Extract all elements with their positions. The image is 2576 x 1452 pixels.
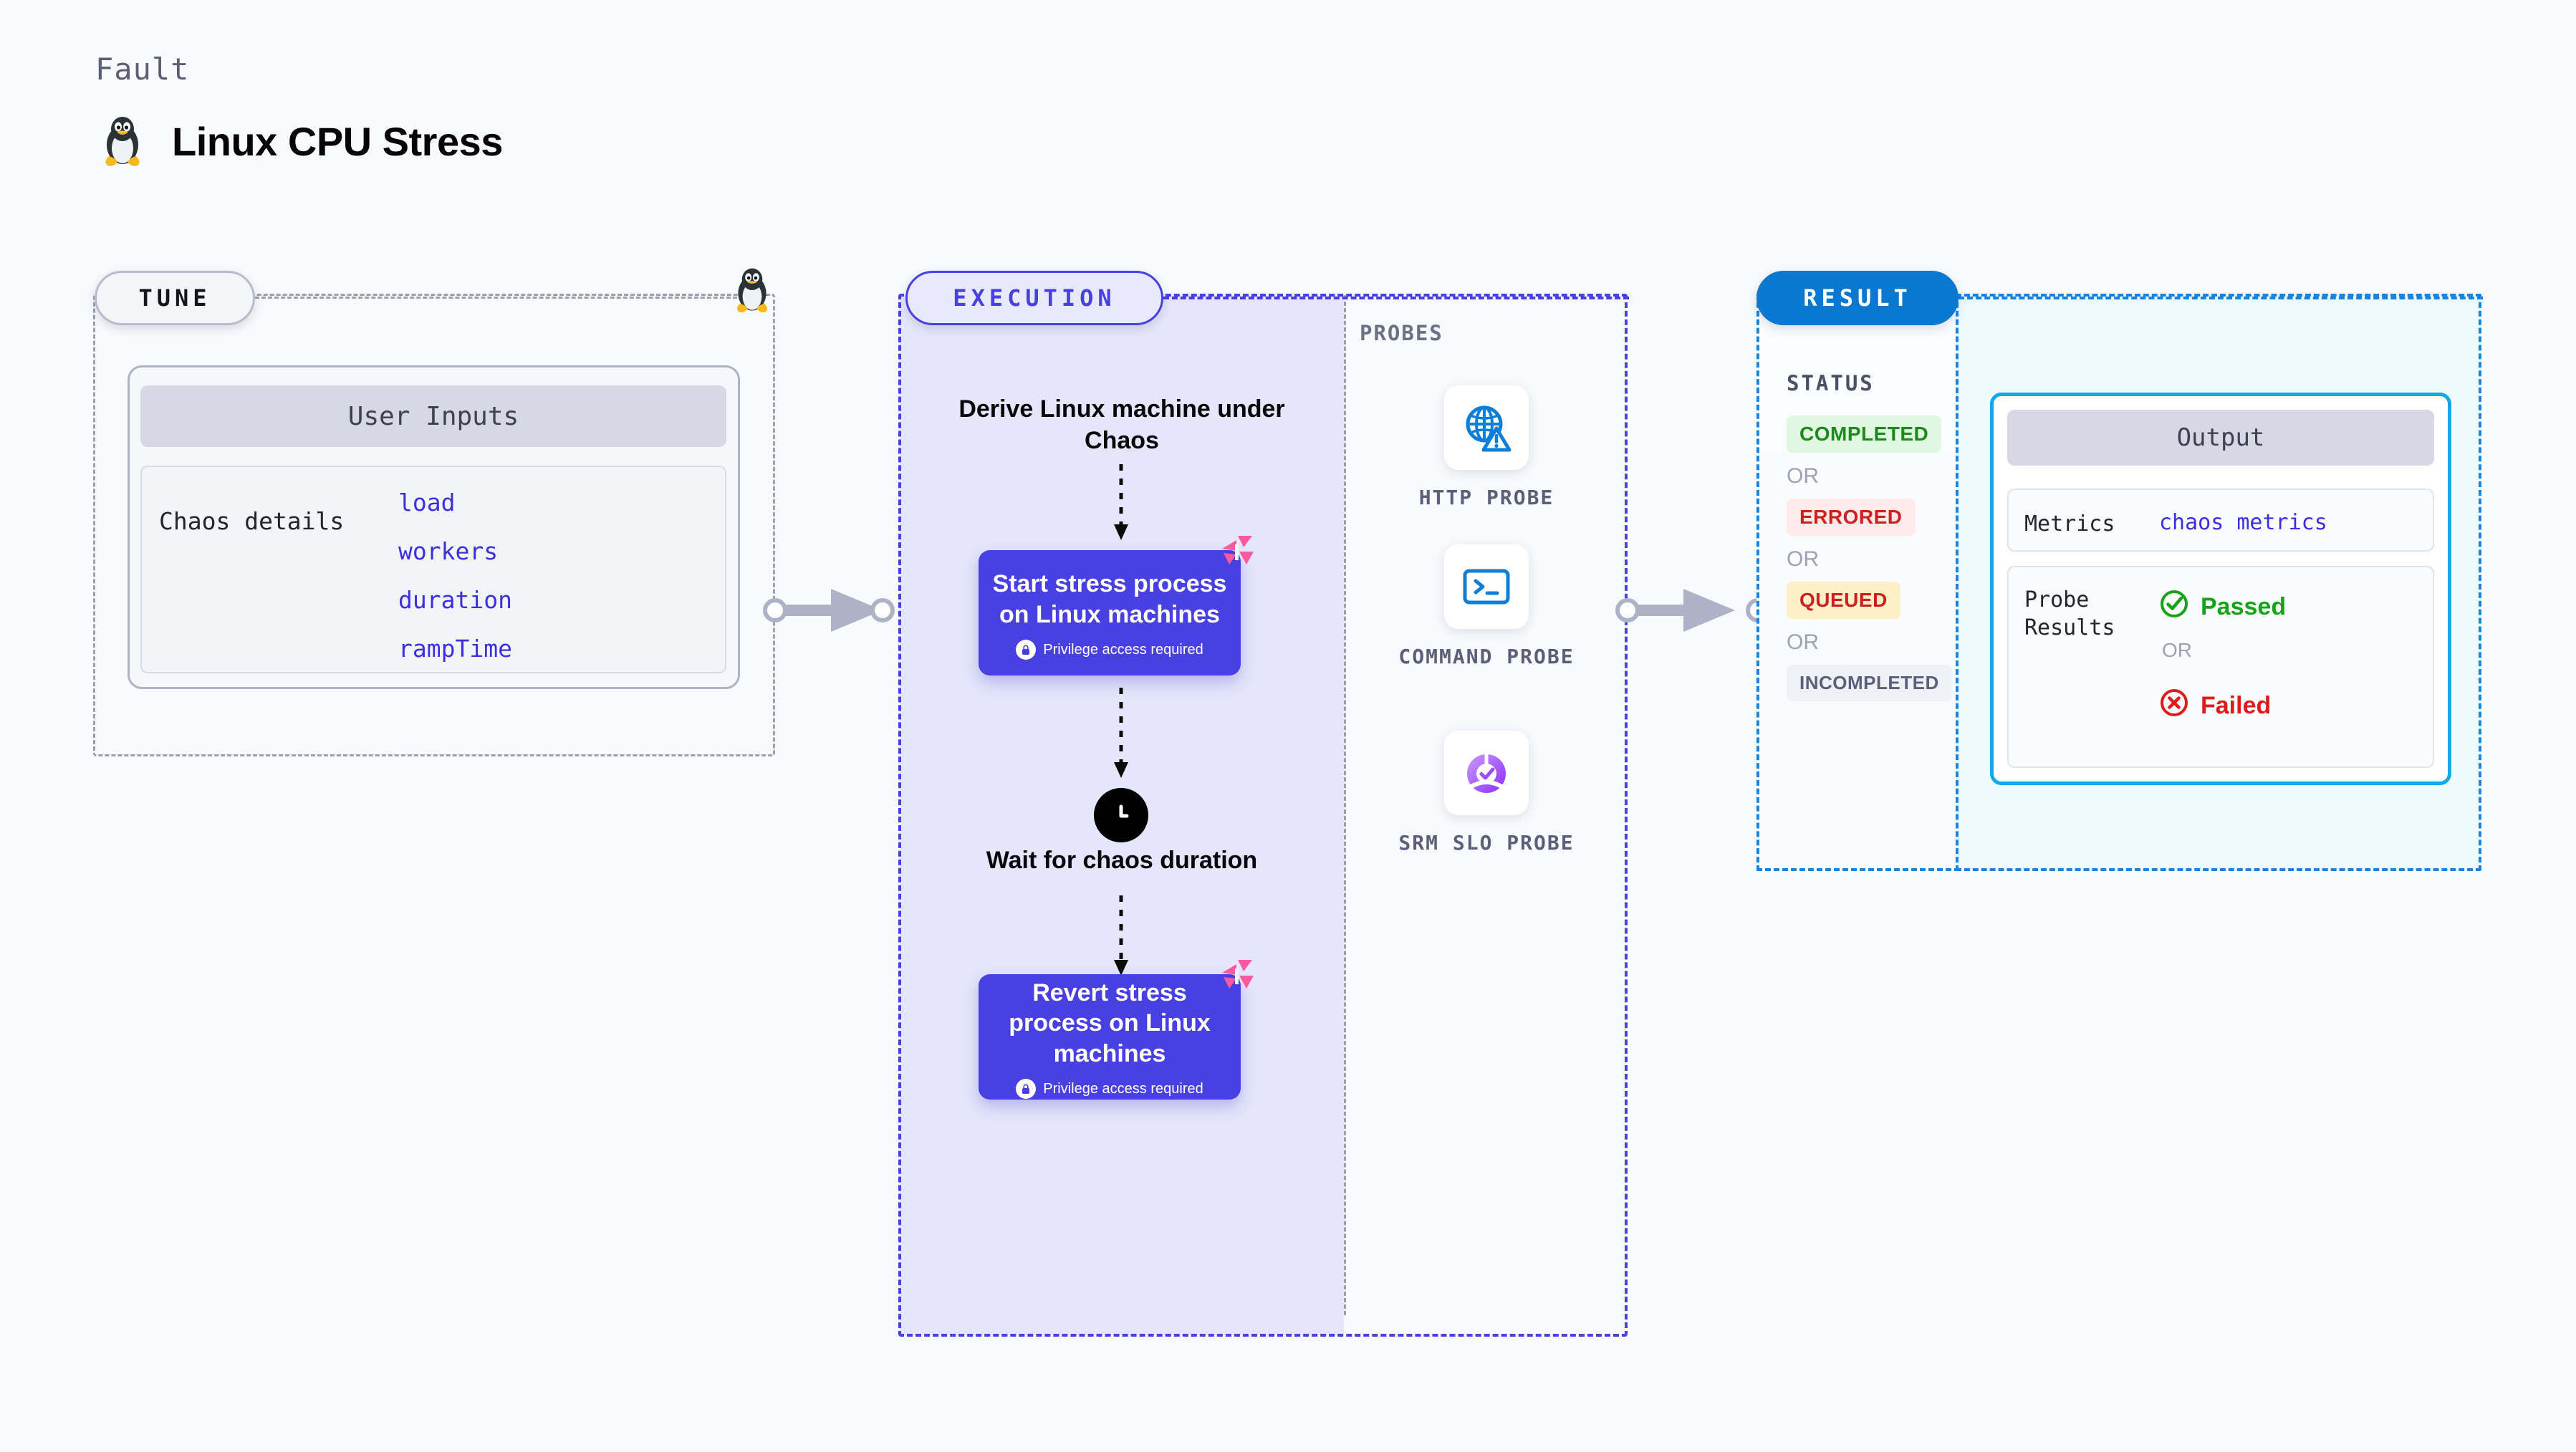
arrow-derive-to-start bbox=[1114, 464, 1128, 540]
tune-top-dash bbox=[255, 297, 756, 299]
probe-command[interactable]: COMMAND PROBE bbox=[1397, 544, 1576, 670]
node-start-stress[interactable]: Start stress process on Linux machines P… bbox=[979, 536, 1254, 675]
slo-donut-check-icon bbox=[1444, 731, 1529, 815]
result-badge[interactable]: RESULT bbox=[1756, 271, 1959, 325]
harness-logo-icon bbox=[1218, 957, 1256, 999]
probe-srm-slo-label: SRM SLO PROBE bbox=[1398, 831, 1575, 855]
metrics-value: chaos metrics bbox=[2159, 510, 2327, 535]
tune-badge[interactable]: TUNE bbox=[95, 271, 255, 325]
x-circle-icon bbox=[2159, 688, 2189, 724]
tune-linux-penguin-icon bbox=[732, 266, 772, 317]
chaos-details-label: Chaos details bbox=[159, 507, 345, 535]
status-or-1: OR bbox=[1787, 464, 1819, 488]
probe-http[interactable]: HTTP PROBE bbox=[1397, 385, 1576, 511]
node-start-note-text: Privilege access required bbox=[1043, 641, 1203, 658]
execution-badge[interactable]: EXECUTION bbox=[905, 271, 1163, 325]
probe-http-label: HTTP PROBE bbox=[1418, 486, 1554, 509]
param-duration: duration bbox=[398, 586, 512, 614]
verdict-passed: Passed bbox=[2159, 589, 2286, 625]
output-header: Output bbox=[2007, 410, 2434, 466]
probe-command-label: COMMAND PROBE bbox=[1398, 645, 1575, 668]
node-start-note: Privilege access required bbox=[1016, 640, 1203, 660]
status-badge-incompleted: INCOMPLETED bbox=[1787, 665, 1952, 701]
node-revert-note-text: Privilege access required bbox=[1043, 1080, 1203, 1097]
status-chip-list: COMPLETED OR ERRORED OR QUEUED OR INCOMP… bbox=[1787, 415, 1952, 701]
status-or-2: OR bbox=[1787, 547, 1819, 571]
page-kicker: Fault bbox=[95, 52, 190, 87]
step-wait-label: Wait for chaos duration bbox=[986, 847, 1258, 874]
arrow-wait-to-revert bbox=[1114, 895, 1128, 976]
output-row-probe-results bbox=[2007, 566, 2434, 768]
status-label: STATUS bbox=[1787, 371, 1875, 395]
lock-icon bbox=[1016, 1079, 1037, 1100]
probe-srm-slo[interactable]: SRM SLO PROBE bbox=[1397, 731, 1576, 857]
probes-label: PROBES bbox=[1360, 321, 1443, 345]
check-circle-icon bbox=[2159, 589, 2189, 625]
param-workers: workers bbox=[398, 537, 499, 565]
param-load: load bbox=[398, 489, 456, 516]
connector-tune-to-execution bbox=[763, 589, 895, 632]
output-row-metrics bbox=[2007, 489, 2434, 552]
verdict-passed-label: Passed bbox=[2201, 593, 2287, 620]
chaos-details-params: load workers duration rampTime bbox=[398, 489, 512, 663]
metrics-label: Metrics bbox=[2024, 511, 2115, 537]
status-badge-completed: COMPLETED bbox=[1787, 415, 1942, 453]
user-inputs-header: User Inputs bbox=[140, 385, 726, 447]
step-derive-label: Derive Linux machine under Chaos bbox=[958, 395, 1285, 454]
execution-top-dash bbox=[1163, 297, 1629, 299]
tune-region bbox=[93, 294, 775, 756]
verdict-failed-label: Failed bbox=[2201, 692, 2272, 719]
execution-region bbox=[898, 294, 1628, 1337]
node-revert-note: Privilege access required bbox=[1016, 1079, 1203, 1100]
node-start-title: Start stress process on Linux machines bbox=[992, 570, 1227, 628]
result-top-dash bbox=[1959, 297, 2483, 299]
node-revert-stress[interactable]: Revert stress process on Linux machines … bbox=[979, 960, 1254, 1100]
verdict-or: OR bbox=[2162, 639, 2192, 661]
clock-icon bbox=[1094, 788, 1148, 842]
status-badge-errored: ERRORED bbox=[1787, 499, 1916, 536]
globe-warning-icon bbox=[1444, 385, 1529, 470]
verdict-failed: Failed bbox=[2159, 688, 2271, 724]
page-title-row: Linux CPU Stress bbox=[100, 115, 503, 168]
node-revert-title: Revert stress process on Linux machines bbox=[1009, 979, 1211, 1067]
lock-icon bbox=[1016, 640, 1037, 660]
status-badge-queued: QUEUED bbox=[1787, 582, 1900, 619]
param-ramptime: rampTime bbox=[398, 635, 512, 663]
arrow-start-to-wait bbox=[1114, 688, 1128, 778]
user-inputs-body bbox=[140, 466, 726, 673]
connector-execution-to-result bbox=[1615, 589, 1769, 632]
harness-logo-icon bbox=[1218, 533, 1256, 575]
terminal-icon bbox=[1444, 544, 1529, 629]
linux-penguin-icon bbox=[100, 115, 145, 168]
page-title: Linux CPU Stress bbox=[172, 118, 503, 164]
status-or-3: OR bbox=[1787, 630, 1819, 654]
